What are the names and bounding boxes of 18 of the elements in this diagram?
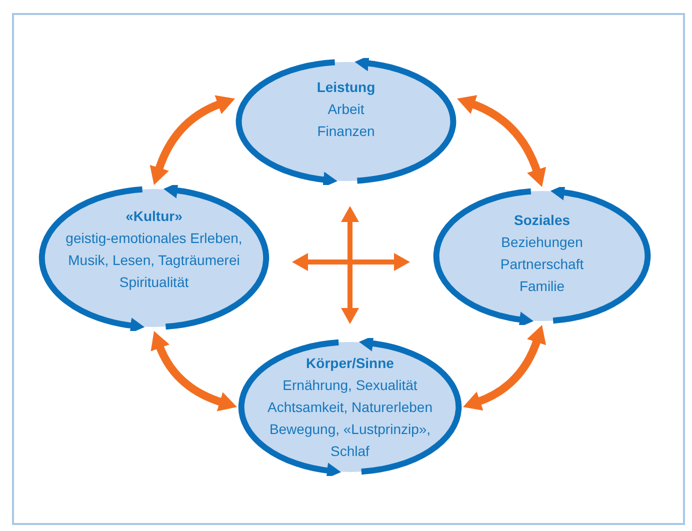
double-arrow <box>150 95 235 185</box>
category-item: Spiritualität <box>119 273 189 292</box>
category-item: Ernährung, Sexualität <box>282 376 418 395</box>
category-heading: Körper/Sinne <box>306 354 394 373</box>
category-item: Beziehungen <box>501 233 583 252</box>
double-arrow <box>151 331 237 412</box>
category-item: Bewegung, «Lustprinzip», Schlaf <box>268 420 432 461</box>
category-item: geistig-emotionales Erleben, Musik, Lesen, Tagträumerei <box>64 229 244 270</box>
category-item: Familie <box>519 277 565 296</box>
category-item: Partnerschaft <box>500 255 584 274</box>
category-heading: Leistung <box>316 78 376 97</box>
category-heading: «Kultur» <box>126 207 182 226</box>
category-heading: Soziales <box>514 211 570 230</box>
double-arrow <box>457 95 546 187</box>
category-item: Arbeit <box>328 100 364 119</box>
category-item: Achtsamkeit, Naturerleben <box>268 398 432 417</box>
category-item: Finanzen <box>317 122 375 141</box>
double-arrow <box>463 325 546 410</box>
